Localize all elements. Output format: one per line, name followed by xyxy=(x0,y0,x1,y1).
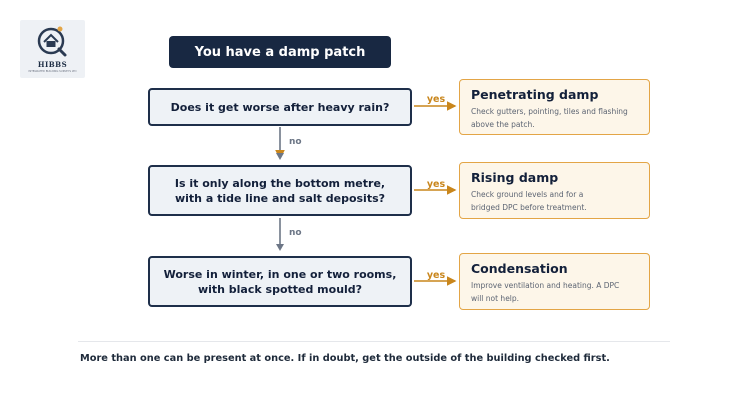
yes-label-2: yes xyxy=(426,179,446,190)
result-desc-3: Improve ventilation and heating. A DPC w… xyxy=(471,281,620,303)
no-arrowhead-1 xyxy=(276,153,284,160)
footer-note: More than one can be present at once. If… xyxy=(80,353,610,364)
house-magnifier-icon xyxy=(37,26,67,57)
company-logo: HIBBS INTEGRATED BUILDING SURVEYS LTD xyxy=(20,20,85,78)
result-box-penetrating-damp: Penetrating damp Check gutters, pointing… xyxy=(459,79,650,135)
result-title-3: Condensation xyxy=(471,261,568,276)
no-label-2: no xyxy=(289,228,302,238)
logo-wordmark: HIBBS xyxy=(37,60,68,69)
yes-label-3: yes xyxy=(426,270,446,281)
question-box-3: Worse in winter, in one or two rooms, wi… xyxy=(148,256,412,307)
result-title-1: Penetrating damp xyxy=(471,87,599,102)
result-box-condensation: Condensation Improve ventilation and hea… xyxy=(459,253,650,310)
logo-tagline: INTEGRATED BUILDING SURVEYS LTD xyxy=(28,70,77,73)
footer-divider xyxy=(78,341,670,342)
flowchart-title: You have a damp patch xyxy=(169,36,391,68)
no-label-1: no xyxy=(289,137,302,147)
result-desc-2: Check ground levels and for a bridged DP… xyxy=(471,190,587,212)
yes-label-1: yes xyxy=(426,94,446,105)
no-arrowhead-2 xyxy=(276,244,284,251)
question-box-2: Is it only along the bottom metre, with … xyxy=(148,165,412,216)
question-box-1: Does it get worse after heavy rain? xyxy=(148,88,412,126)
question-text-1: Does it get worse after heavy rain? xyxy=(170,100,390,114)
result-title-2: Rising damp xyxy=(471,170,559,185)
result-box-rising-damp: Rising damp Check ground levels and for … xyxy=(459,162,650,219)
question-text-2: Is it only along the bottom metre, with … xyxy=(174,176,386,205)
result-desc-1: Check gutters, pointing, tiles and flash… xyxy=(471,107,628,129)
question-text-3: Worse in winter, in one or two rooms, wi… xyxy=(163,267,397,296)
